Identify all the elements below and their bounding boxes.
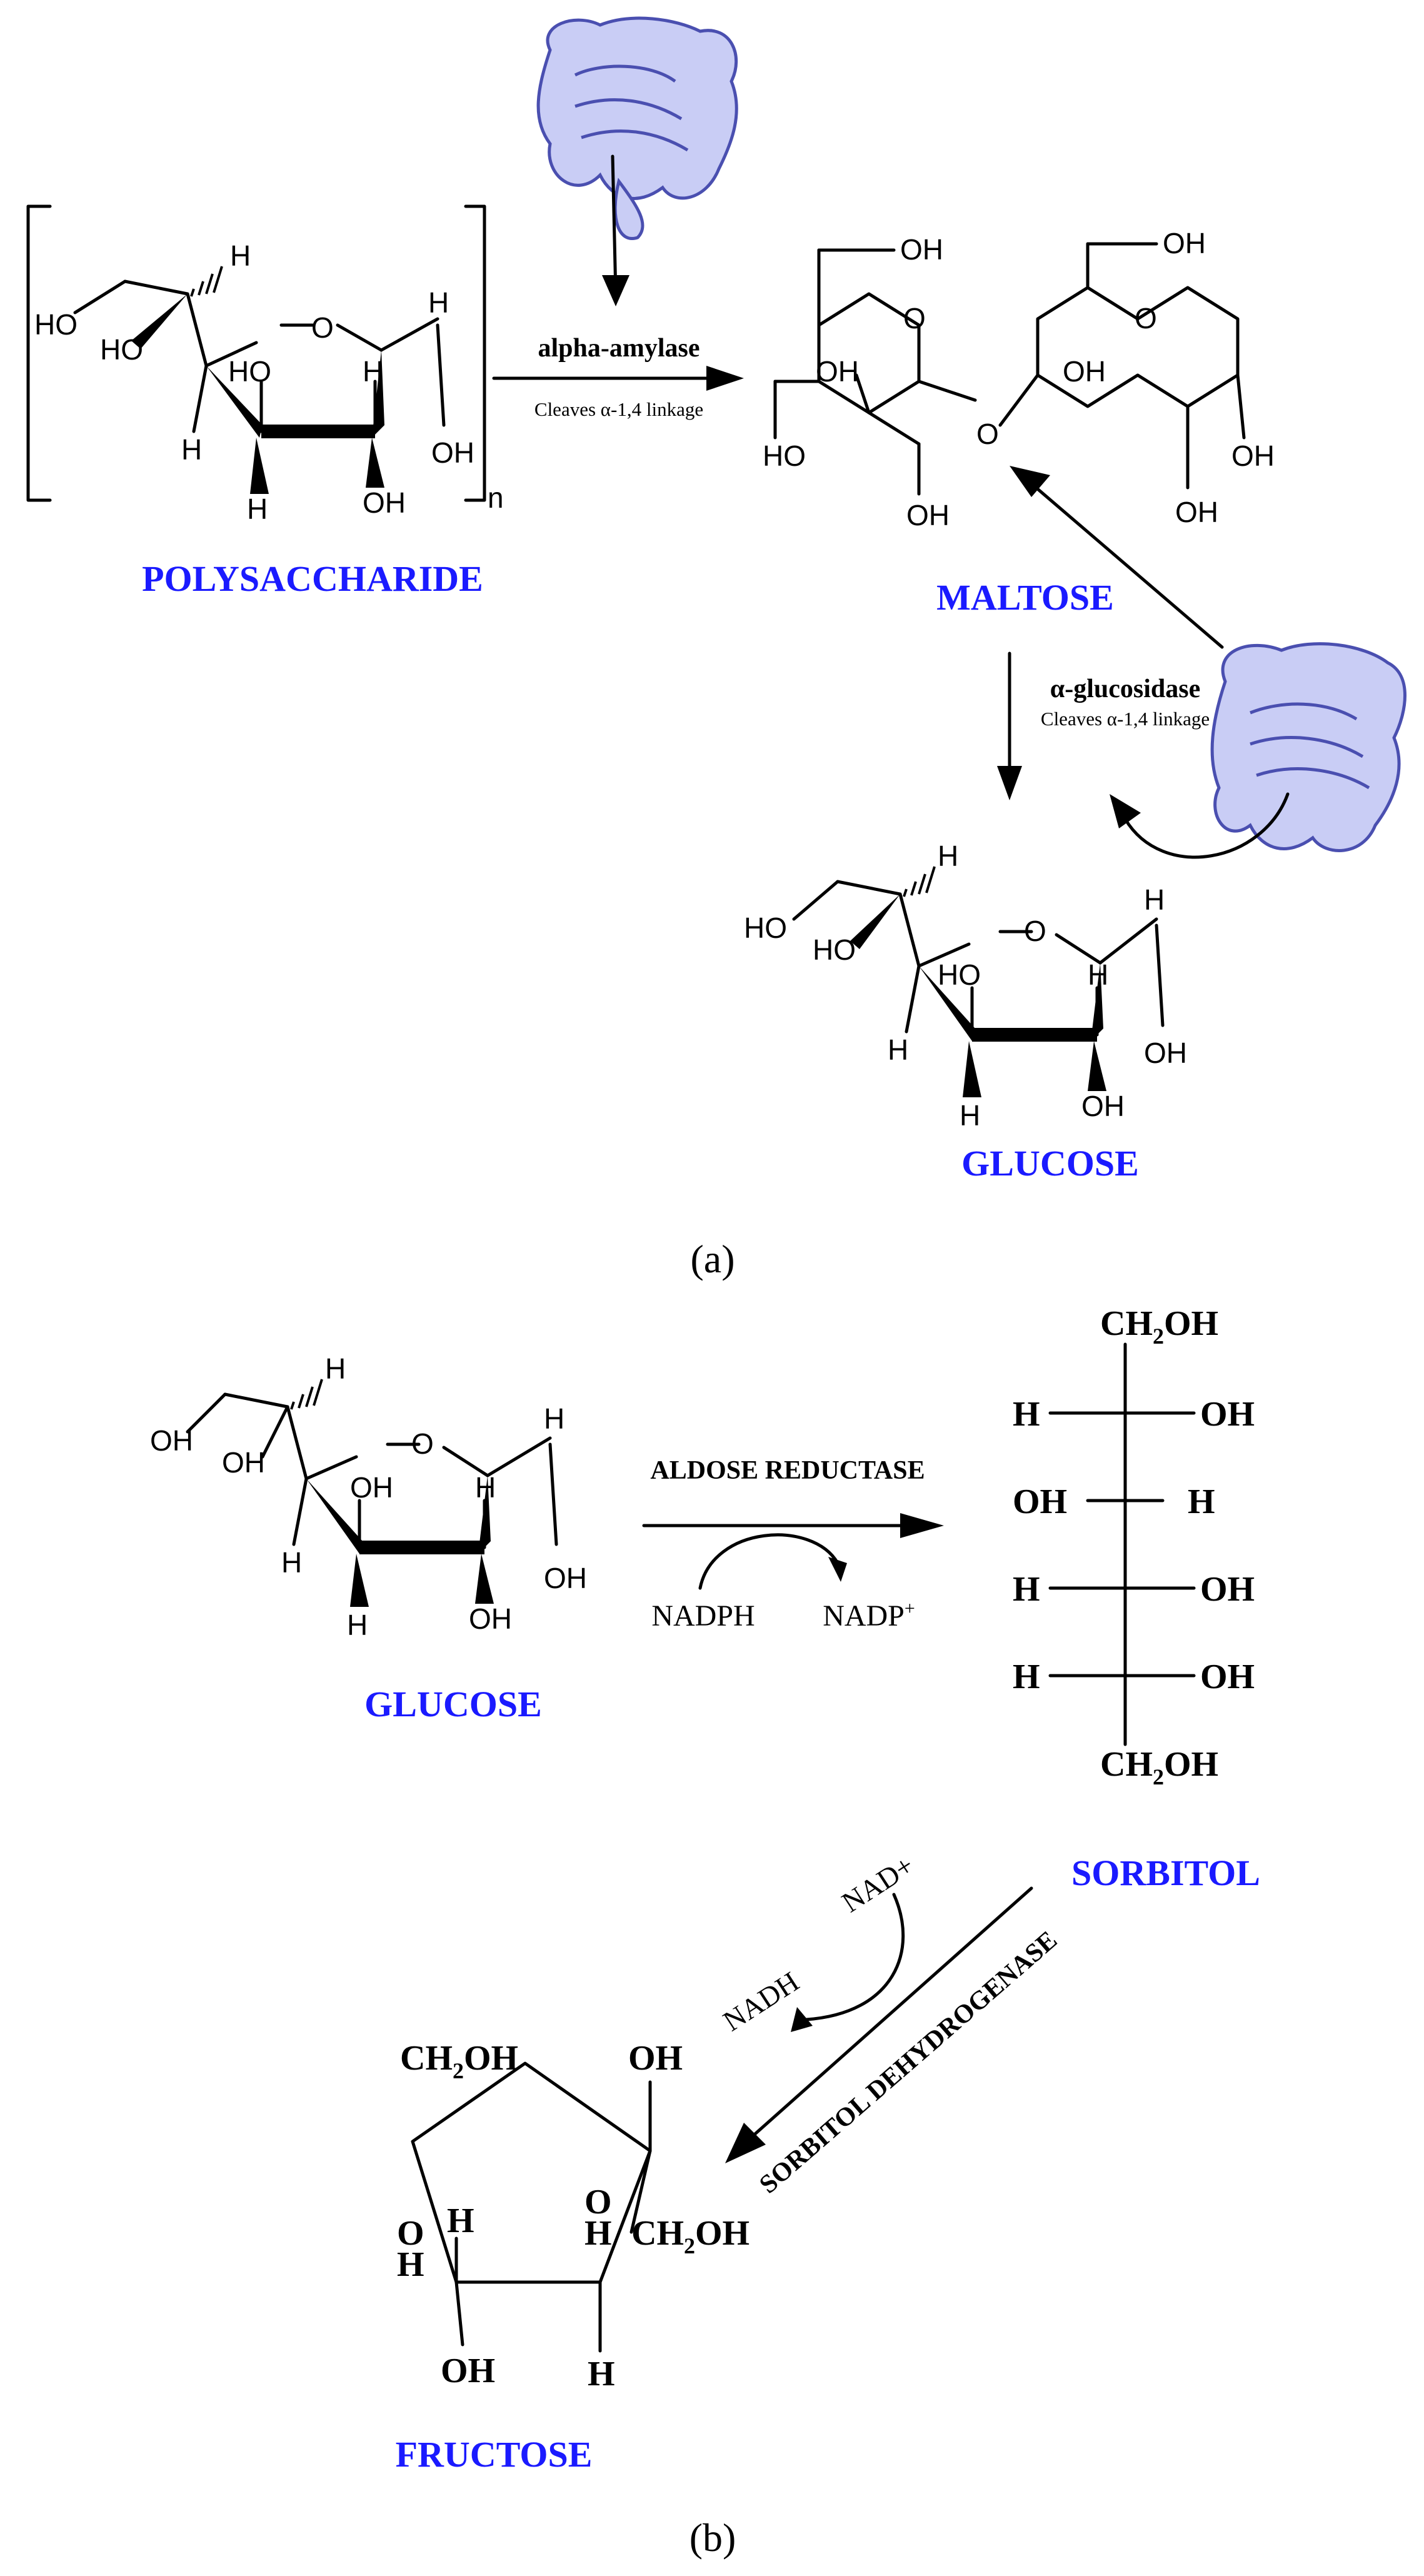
svg-text:H: H: [1144, 883, 1165, 916]
svg-text:H: H: [447, 2201, 474, 2240]
panel-a-label: (a): [690, 1237, 735, 1281]
fructose-top-ch2oh: CH2OH: [400, 2039, 518, 2083]
svg-text:HO: HO: [34, 308, 78, 341]
svg-text:O: O: [1024, 915, 1046, 947]
amylase-cleavage-note: Cleaves α-1,4 linkage: [534, 398, 703, 420]
svg-text:H: H: [281, 1546, 302, 1579]
svg-text:OH: OH: [628, 2039, 683, 2078]
svg-text:H: H: [960, 1099, 980, 1132]
svg-text:H: H: [347, 1609, 368, 1641]
svg-text:H: H: [1088, 958, 1108, 991]
svg-text:H: H: [230, 239, 251, 272]
svg-text:O: O: [1135, 302, 1157, 335]
svg-text:OH: OH: [1163, 227, 1206, 259]
alpha-amylase-label: alpha-amylase: [538, 334, 699, 363]
svg-text:HO: HO: [744, 912, 787, 944]
fructose-right-ch2oh: CH2OH: [631, 2214, 750, 2258]
glucosidase-cleavage-note: Cleaves α-1,4 linkage: [1041, 708, 1210, 730]
fructose-label: FRUCTOSE: [396, 2434, 593, 2475]
fructose-structure: CH2OH OH CH2OH O H H O H H OH: [397, 2039, 750, 2393]
maltose-label: MALTOSE: [936, 577, 1114, 618]
svg-text:H: H: [247, 493, 268, 525]
svg-text:O: O: [311, 311, 334, 344]
svg-text:H: H: [588, 2355, 615, 2393]
sorbitol-label: SORBITOL: [1071, 1853, 1260, 1893]
aldose-reductase-label: ALDOSE REDUCTASE: [650, 1456, 925, 1485]
svg-text:O: O: [976, 418, 999, 450]
svg-text:HO: HO: [228, 355, 271, 388]
intestine-icon-right: [1210, 642, 1406, 852]
svg-text:OH: OH: [1175, 496, 1218, 528]
svg-text:OH: OH: [1013, 1482, 1067, 1521]
svg-text:OH: OH: [469, 1602, 512, 1635]
svg-text:H: H: [428, 286, 449, 319]
svg-text:OH: OH: [222, 1446, 265, 1479]
sorbitol-bottom-group: CH2OH: [1100, 1745, 1218, 1789]
svg-text:OH: OH: [1081, 1090, 1125, 1122]
polysaccharide-structure: n O HO HO H H: [26, 204, 504, 525]
svg-text:OH: OH: [150, 1424, 193, 1457]
svg-text:HO: HO: [100, 333, 143, 366]
svg-text:O: O: [397, 2214, 424, 2253]
svg-text:H: H: [1188, 1482, 1215, 1521]
svg-text:O: O: [903, 302, 926, 335]
svg-text:H: H: [544, 1402, 564, 1435]
svg-text:H: H: [181, 433, 202, 466]
glucose-label-b: GLUCOSE: [364, 1684, 542, 1724]
nad-label: NAD+: [836, 1849, 920, 1918]
glucose-label-a: GLUCOSE: [961, 1143, 1139, 1184]
svg-text:H: H: [1013, 1570, 1040, 1609]
repeat-subscript: n: [488, 481, 504, 514]
glucose-structure-a: O HO HO H H HO H H OH H: [744, 840, 1187, 1132]
left-bracket: [26, 204, 52, 502]
svg-text:OH: OH: [900, 233, 943, 266]
intestine-icon: [536, 16, 738, 240]
svg-text:OH: OH: [350, 1471, 393, 1504]
svg-text:OH: OH: [1200, 1570, 1255, 1609]
svg-text:OH: OH: [431, 436, 474, 469]
sorbitol-structure: CH2OH H OH OH H H OH H OH CH2OH: [1013, 1304, 1255, 1789]
svg-text:H: H: [1013, 1395, 1040, 1434]
sorbitol-dehydrogenase-label: SORBITOL DEHYDROGENASE: [754, 1926, 1063, 2200]
nadp-label: NADP+: [823, 1598, 915, 1633]
svg-text:H: H: [325, 1352, 346, 1385]
glucose-structure-b: O OH OH H H OH H H OH H: [150, 1352, 587, 1641]
sorbitol-top-group: CH2OH: [1100, 1304, 1218, 1349]
svg-text:H: H: [584, 2214, 612, 2253]
svg-text:H: H: [397, 2245, 424, 2284]
svg-text:HO: HO: [763, 440, 806, 472]
svg-text:O: O: [411, 1427, 434, 1460]
svg-text:H: H: [1013, 1658, 1040, 1696]
svg-text:H: H: [363, 355, 383, 388]
svg-text:OH: OH: [1231, 440, 1275, 472]
panel-a: n O HO HO H H: [26, 16, 1406, 1281]
svg-text:OH: OH: [441, 2352, 495, 2390]
nadh-label: NADH: [718, 1965, 805, 2037]
svg-text:OH: OH: [1144, 1037, 1187, 1069]
svg-text:OH: OH: [816, 355, 859, 388]
nadph-label: NADPH: [651, 1599, 755, 1633]
maltose-structure: OH O HO OH OH O OH O OH OH OH: [763, 227, 1275, 531]
svg-text:OH: OH: [906, 499, 950, 531]
svg-text:HO: HO: [938, 958, 981, 991]
svg-text:OH: OH: [544, 1562, 587, 1594]
svg-text:HO: HO: [813, 933, 856, 966]
svg-text:H: H: [888, 1034, 908, 1066]
svg-text:OH: OH: [1200, 1658, 1255, 1696]
polysaccharide-label: POLYSACCHARIDE: [142, 558, 483, 599]
svg-text:H: H: [475, 1471, 496, 1504]
panel-b-label: (b): [689, 2515, 736, 2560]
svg-text:H: H: [938, 840, 958, 872]
svg-text:O: O: [584, 2183, 612, 2221]
panel-b: O OH OH H H OH H H OH H: [150, 1304, 1260, 2560]
right-bracket: [464, 204, 486, 502]
svg-text:OH: OH: [363, 486, 406, 519]
alpha-glucosidase-label: α-glucosidase: [1050, 675, 1200, 703]
svg-text:OH: OH: [1063, 355, 1106, 388]
svg-text:OH: OH: [1200, 1395, 1255, 1434]
